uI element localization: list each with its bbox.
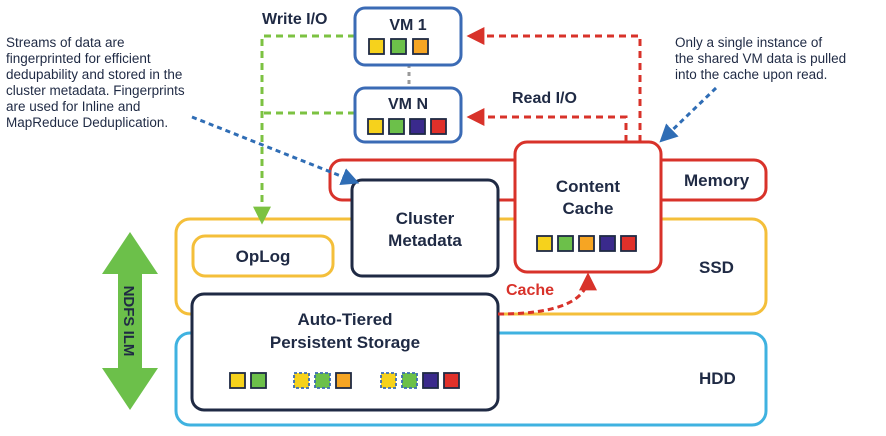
dedup-annotation-line: dedupability and stored in the — [6, 67, 182, 82]
data-block — [443, 372, 460, 389]
content-cache-label-line1: Content — [556, 177, 621, 196]
persistent-storage-label-line1: Auto-Tiered — [297, 310, 392, 329]
read-io-path-vm1 — [466, 27, 642, 142]
persistent-storage-blocks — [229, 372, 460, 389]
vm-n-blocks — [367, 118, 447, 135]
cluster-metadata[interactable]: Cluster Metadata — [350, 178, 500, 278]
dedup-annotation-line: cluster metadata. Fingerprints — [6, 83, 185, 98]
cache-annotation-line: Only a single instance of — [675, 35, 822, 50]
vm-n[interactable]: VM N — [353, 86, 463, 144]
content-cache-blocks — [536, 235, 637, 252]
cache-annotation-arrow — [659, 86, 718, 143]
vm-1-blocks — [368, 38, 429, 55]
persistent-storage[interactable]: Auto-Tiered Persistent Storage — [190, 292, 500, 412]
data-block — [557, 235, 574, 252]
oplog-label: OpLog — [236, 247, 291, 266]
persistent-storage-box — [190, 292, 500, 412]
data-block — [367, 118, 384, 135]
deduped-block — [314, 372, 331, 389]
read-io-path-vmn — [466, 108, 628, 142]
data-block — [409, 118, 426, 135]
data-block — [250, 372, 267, 389]
data-block — [422, 372, 439, 389]
data-block — [620, 235, 637, 252]
data-block — [536, 235, 553, 252]
data-block — [368, 38, 385, 55]
vm-n-label: VM N — [388, 96, 428, 113]
cache-annotation-line: into the cache upon read. — [675, 67, 827, 82]
cache-annotation: Only a single instance of the shared VM … — [675, 35, 846, 82]
deduped-block — [293, 372, 310, 389]
oplog[interactable]: OpLog — [191, 234, 335, 278]
data-block — [599, 235, 616, 252]
hdd-label: HDD — [699, 369, 736, 388]
data-block — [578, 235, 595, 252]
dedup-annotation-line: fingerprinted for efficient — [6, 51, 151, 66]
deduped-block — [401, 372, 418, 389]
cluster-metadata-label-line2: Metadata — [388, 231, 462, 250]
dedup-annotation-arrow — [191, 115, 360, 186]
cache-label: Cache — [506, 282, 554, 299]
cache-annotation-line: the shared VM data is pulled — [675, 51, 846, 66]
ndfs-ilm-arrow: NDFS ILM — [102, 232, 158, 410]
ndfs-ilm-label: NDFS ILM — [120, 286, 137, 357]
data-block — [430, 118, 447, 135]
persistent-storage-label-line2: Persistent Storage — [270, 333, 420, 352]
data-block — [390, 38, 407, 55]
content-cache[interactable]: Content Cache — [513, 140, 663, 274]
oplog-box — [191, 234, 335, 278]
memory-label: Memory — [684, 171, 750, 190]
vm-1[interactable]: VM 1 — [353, 6, 463, 67]
data-block — [412, 38, 429, 55]
cluster-metadata-label-line1: Cluster — [396, 209, 455, 228]
dedup-annotation: Streams of data are fingerprinted for ef… — [6, 35, 185, 130]
write-io-label: Write I/O — [262, 11, 328, 28]
ssd-label: SSD — [699, 258, 734, 277]
read-io-label: Read I/O — [512, 90, 577, 107]
data-block — [388, 118, 405, 135]
deduped-block — [380, 372, 397, 389]
write-io-path — [253, 34, 355, 225]
data-block — [229, 372, 246, 389]
data-block — [335, 372, 352, 389]
content-cache-label-line2: Cache — [562, 199, 613, 218]
dedup-annotation-line: Streams of data are — [6, 35, 125, 50]
dedup-annotation-line: are used for Inline and — [6, 99, 140, 114]
cluster-metadata-box — [350, 178, 500, 278]
double-arrow-icon — [102, 232, 158, 410]
dedup-annotation-line: MapReduce Deduplication. — [6, 115, 168, 130]
vm-1-label: VM 1 — [389, 17, 426, 34]
